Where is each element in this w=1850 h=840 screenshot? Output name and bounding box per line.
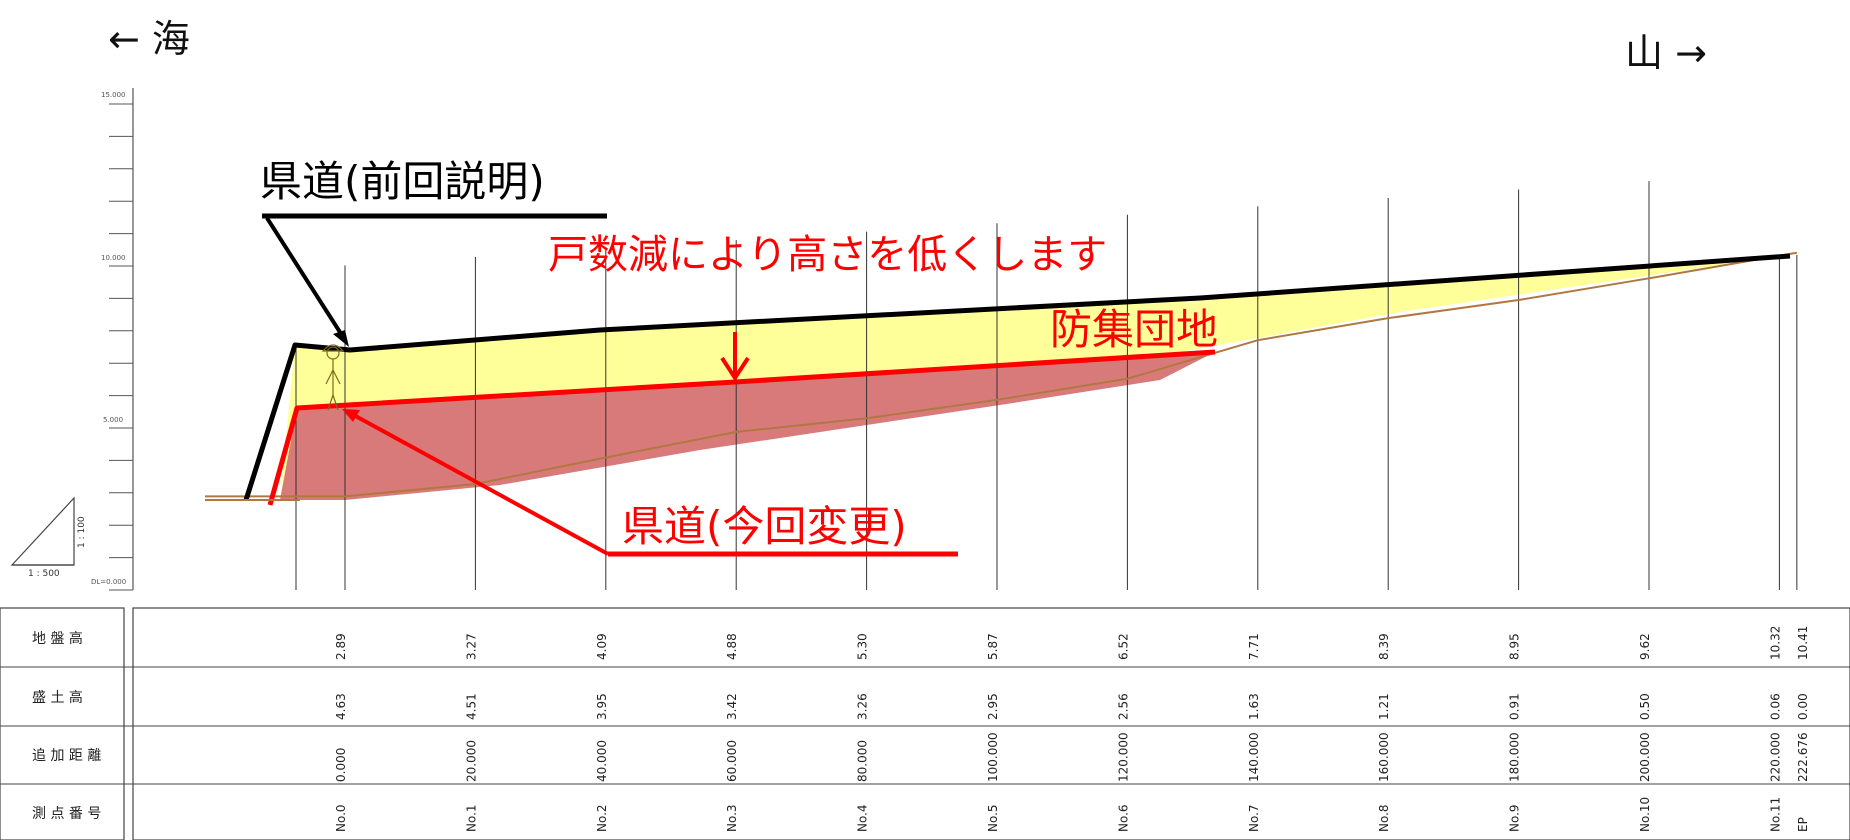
fill-height-cell: 3.95 [595, 693, 609, 720]
station-number-cell: No.9 [1508, 804, 1522, 832]
distance-cell: 160.000 [1377, 732, 1391, 782]
station-number-cell: No.5 [986, 804, 1000, 832]
ground-height-cell: 9.62 [1638, 633, 1652, 660]
direction-mountain-label: 山 → [1625, 31, 1707, 75]
fill-height-cell: 0.00 [1796, 693, 1810, 720]
ground-height-cell: 8.95 [1508, 633, 1522, 660]
station-lines [295, 181, 1798, 590]
down-arrow-icon [720, 332, 750, 382]
distance-cell: 100.000 [986, 732, 1000, 782]
label-height-reduction: 戸数減により高さを低くします [548, 232, 1107, 278]
ground-height-cell: 6.52 [1116, 633, 1130, 660]
ground-height-cell: 2.89 [334, 633, 348, 660]
ground-height-cell: 5.87 [986, 633, 1000, 660]
row-label-fill-height: 盛 土 高 [32, 689, 83, 706]
annotation-previous-road: 県道(前回説明) [260, 157, 607, 347]
ground-height-cell: 10.32 [1768, 626, 1782, 660]
datum-label: DL=0.000 [91, 578, 126, 586]
label-current-road: 県道(今回変更) [622, 502, 907, 551]
fill-height-cell: 0.06 [1768, 693, 1782, 720]
ground-height-cell: 4.09 [595, 633, 609, 660]
fill-height-cell: 2.56 [1116, 693, 1130, 720]
row-label-cumulative-distance: 追 加 距 離 [32, 747, 101, 764]
label-housing-complex: 防集団地 [1050, 305, 1218, 354]
current-plan-embankment [280, 352, 1215, 500]
fill-height-cell: 4.51 [464, 693, 478, 720]
distance-cell: 200.000 [1638, 732, 1652, 782]
ground-height-cell: 8.39 [1377, 633, 1391, 660]
station-number-cell: No.6 [1116, 804, 1130, 832]
station-number-cell: No.4 [856, 804, 870, 832]
fill-height-cell: 2.95 [986, 693, 1000, 720]
elevation-axis: 15.000 10.000 5.000 DL=0.000 [91, 88, 134, 591]
elevation-axis-ticks [109, 103, 133, 591]
distance-cell: 140.000 [1247, 732, 1261, 782]
distance-cell: 20.000 [464, 740, 478, 782]
fill-height-cell: 0.91 [1508, 693, 1522, 720]
ground-height-cell: 5.30 [856, 633, 870, 660]
row-label-ground-height: 地 盤 高 [32, 630, 83, 647]
ground-height-cell: 10.41 [1796, 626, 1810, 660]
horizontal-scale-label: 1 : 500 [28, 569, 60, 579]
row-label-station-number: 測 点 番 号 [32, 806, 101, 822]
annotation-current-road: 県道(今回変更) [342, 409, 958, 557]
tick-label-10: 10.000 [101, 254, 126, 262]
distance-cell: 222.676 [1796, 732, 1810, 782]
ground-line [205, 251, 1798, 498]
distance-cell: 60.000 [725, 740, 739, 782]
distance-cell: 80.000 [856, 740, 870, 782]
tick-label-15: 15.000 [101, 91, 126, 99]
fill-height-cell: 4.63 [334, 693, 348, 720]
label-previous-road: 県道(前回説明) [260, 157, 545, 206]
distance-cell: 40.000 [595, 740, 609, 782]
station-number-cell: EP [1796, 817, 1810, 832]
station-number-cell: No.2 [595, 804, 609, 832]
station-number-cell: No.8 [1377, 804, 1391, 832]
fill-areas [280, 256, 1790, 500]
ground-height-cell: 7.71 [1247, 633, 1261, 660]
station-number-cell: No.1 [464, 804, 478, 832]
fill-height-cell: 0.50 [1638, 693, 1652, 720]
fill-height-cell: 3.26 [856, 693, 870, 720]
person-figure-icon [321, 344, 345, 411]
distance-cell: 220.000 [1768, 732, 1782, 782]
scale-triangle: 1 : 500 1 : 100 [10, 496, 87, 579]
previous-road-profile [243, 253, 1791, 501]
distance-cell: 0.000 [334, 748, 348, 782]
station-number-cell: No.3 [725, 804, 739, 832]
station-number-cell: No.0 [334, 804, 348, 832]
fill-height-cell: 1.21 [1377, 693, 1391, 720]
fill-height-cell: 1.63 [1247, 693, 1261, 720]
vertical-scale-label: 1 : 100 [77, 516, 87, 548]
ground-height-cell: 3.27 [464, 633, 478, 660]
station-number-cell: No.11 [1768, 797, 1782, 832]
tick-label-5: 5.000 [103, 416, 123, 424]
distance-cell: 180.000 [1508, 732, 1522, 782]
station-number-cell: No.7 [1247, 804, 1261, 832]
direction-sea-label: ← 海 [108, 17, 190, 61]
current-road-profile [267, 349, 1216, 506]
ground-height-cell: 4.88 [725, 633, 739, 660]
station-data-table: 地 盤 高 盛 土 高 追 加 距 離 測 点 番 号 2.89 4.63 0.00… [0, 607, 1850, 840]
fill-height-cell: 3.42 [725, 693, 739, 720]
station-number-cell: No.10 [1638, 797, 1652, 832]
distance-cell: 120.000 [1116, 732, 1130, 782]
